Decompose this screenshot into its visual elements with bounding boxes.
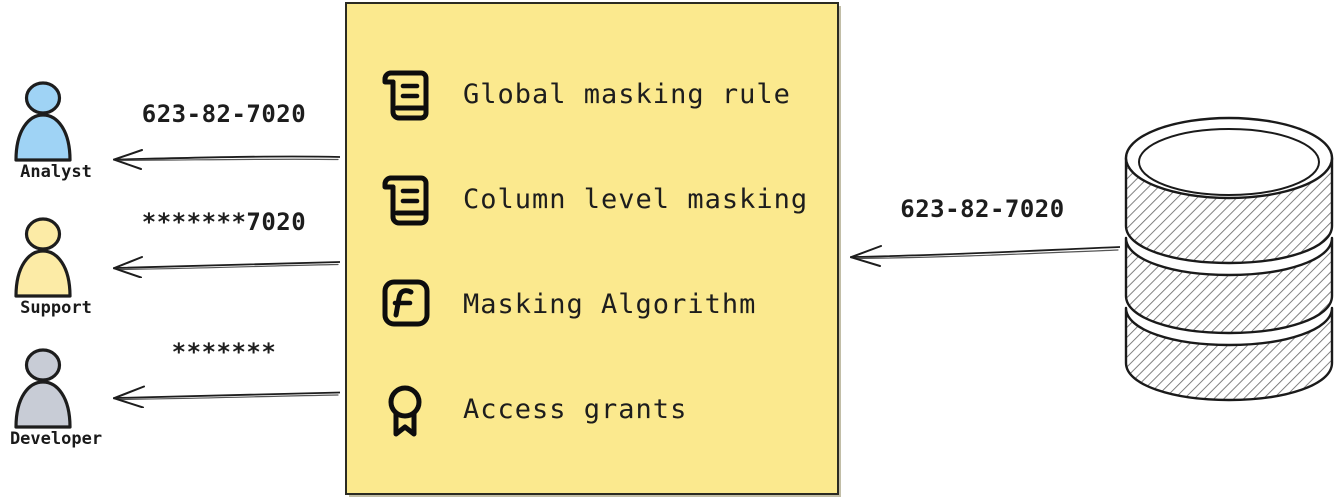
flow-label: 623-82-7020 <box>141 100 307 128</box>
arrow-left-icon <box>113 256 340 278</box>
function-icon <box>382 279 430 326</box>
flow-support: *******7020 <box>108 208 340 278</box>
arrow-left-icon <box>113 149 340 170</box>
policy-row[interactable]: Access grants <box>377 357 825 462</box>
policy-card: Global masking rule Column level masking <box>345 2 839 495</box>
flow-source: 623-82-7020 <box>845 195 1120 267</box>
actor-label: Analyst <box>20 162 92 182</box>
policy-list: Global masking rule Column level masking <box>377 42 825 462</box>
person-icon <box>14 217 72 298</box>
policy-row-label: Column level masking <box>463 184 809 215</box>
award-icon <box>388 385 422 436</box>
flow-label: 623-82-7020 <box>900 195 1065 223</box>
flow-developer: ******* <box>108 338 340 408</box>
flow-label: ******* <box>171 338 277 366</box>
policy-row-label: Global masking rule <box>463 79 791 110</box>
policy-row[interactable]: Global masking rule <box>377 42 825 147</box>
actor-label: Support <box>20 298 92 318</box>
policy-row-label: Access grants <box>463 394 688 425</box>
arrow-left-icon <box>113 385 340 408</box>
policy-row-label: Masking Algorithm <box>463 289 757 320</box>
scroll-icon <box>382 70 429 120</box>
person-icon <box>14 81 72 162</box>
scroll-icon <box>382 175 429 225</box>
actor-support[interactable]: Support <box>0 214 116 318</box>
database-cylinder-icon[interactable] <box>1118 108 1340 408</box>
policy-row[interactable]: Masking Algorithm <box>377 252 825 357</box>
actor-developer[interactable]: Developer <box>0 345 116 449</box>
actor-label: Developer <box>9 429 103 449</box>
flow-label: *******7020 <box>141 208 307 236</box>
actor-analyst[interactable]: Analyst <box>0 78 116 182</box>
flow-analyst: 623-82-7020 <box>108 100 340 170</box>
policy-row[interactable]: Column level masking <box>377 147 825 252</box>
database-sketch <box>1124 116 1334 402</box>
arrow-left-icon <box>850 245 1120 267</box>
person-icon <box>14 348 72 429</box>
